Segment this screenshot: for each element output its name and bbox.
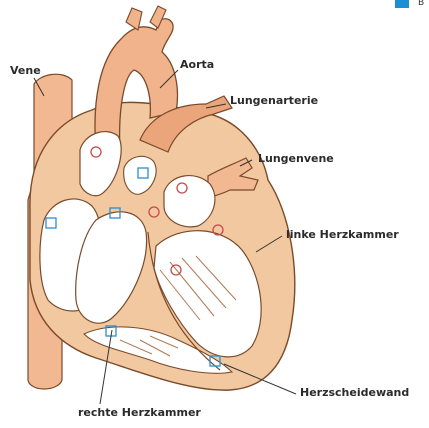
label-vene: Vene <box>10 64 41 77</box>
label-lungenarterie: Lungenarterie <box>230 94 318 107</box>
label-rechte-herzkammer: rechte Herzkammer <box>78 406 201 419</box>
label-herzscheidewand: Herzscheidewand <box>300 386 409 399</box>
label-linke-herzkammer: linke Herzkammer <box>286 228 399 241</box>
legend-label: B <box>418 0 424 8</box>
legend-swatch <box>395 0 409 8</box>
left-atrium-chamber <box>164 176 215 227</box>
label-lungenvene: Lungenvene <box>258 152 334 165</box>
label-aorta: Aorta <box>180 58 214 71</box>
